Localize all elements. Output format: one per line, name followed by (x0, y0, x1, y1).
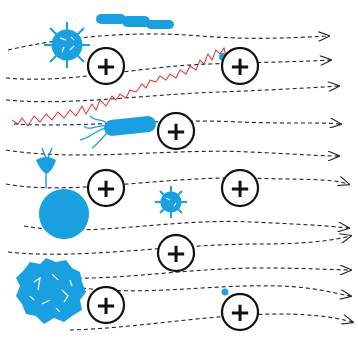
charge-symbol: + (95, 52, 117, 82)
large-round-cell (39, 189, 89, 239)
small-particle (221, 288, 229, 296)
red-trace-line (11, 46, 227, 127)
flow-line (35, 268, 350, 279)
bacteria-chain (96, 14, 174, 29)
charge-symbol: + (229, 52, 251, 82)
positive-charge-icon: + (220, 292, 260, 332)
particle-aggregate (16, 258, 86, 324)
charge-symbol: + (95, 291, 117, 321)
small-flagellate (36, 147, 56, 188)
positive-charge-icon: + (156, 111, 196, 151)
charge-symbol: + (95, 174, 117, 204)
charges: + + + + + + + + (86, 46, 260, 332)
flow-lines (5, 34, 352, 331)
flow-line (7, 236, 350, 255)
charge-symbol: + (229, 174, 251, 204)
charge-symbol: + (165, 117, 187, 147)
flow-line (5, 86, 338, 103)
flow-line (5, 178, 348, 189)
flow-line (13, 121, 340, 125)
charge-symbol: + (229, 298, 251, 328)
particles (16, 14, 229, 324)
charge-symbol: + (165, 239, 187, 269)
flow-line (81, 285, 350, 296)
positive-charge-icon: + (156, 233, 196, 273)
flow-line (5, 60, 330, 80)
positive-charge-icon: + (220, 46, 260, 86)
virus-particle-large (44, 22, 90, 68)
positive-charge-icon: + (220, 168, 260, 208)
positive-charge-icon: + (86, 46, 126, 86)
flagellated-bacterium (79, 115, 156, 149)
positive-charge-icon: + (86, 285, 126, 325)
flow-line (5, 149, 338, 156)
positive-charge-icon: + (86, 168, 126, 208)
virus-particle-small (155, 186, 187, 218)
